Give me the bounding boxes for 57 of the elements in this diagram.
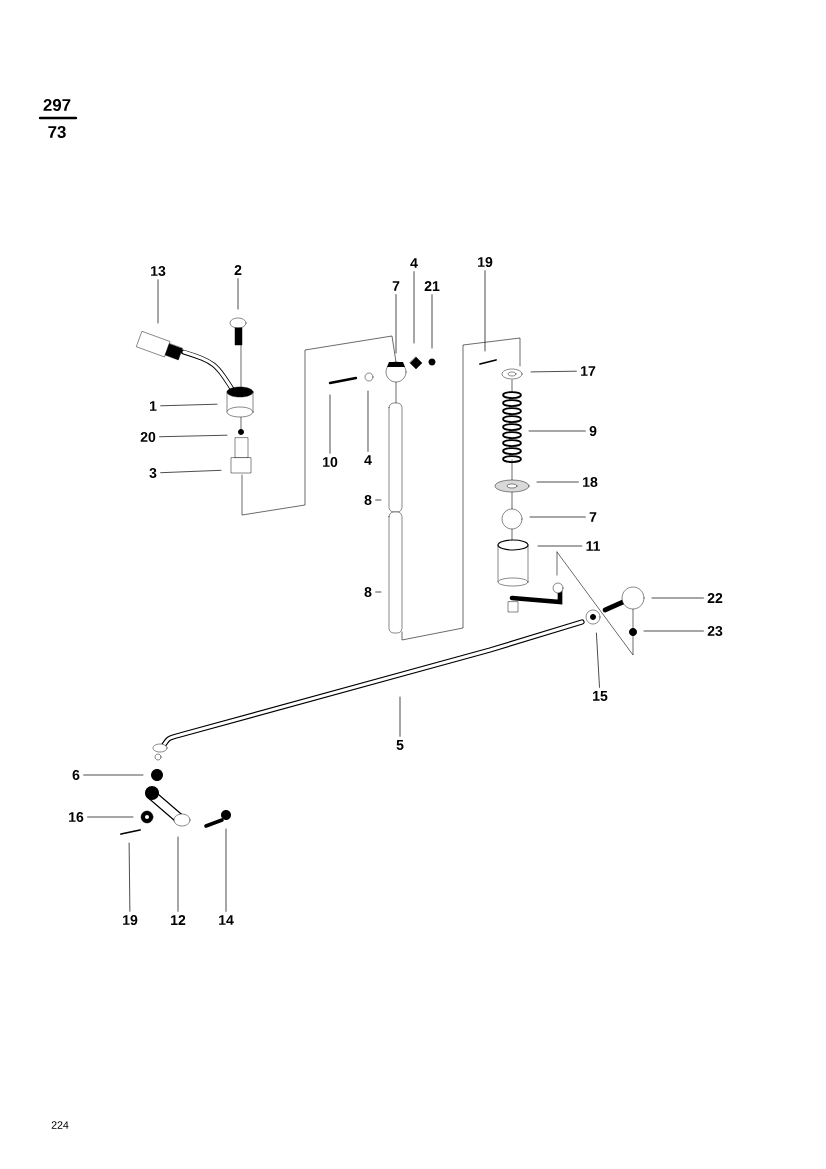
callout-number: 2 [234,265,242,275]
page-number: 224 [51,1121,69,1129]
callout-number: 8 [364,495,372,505]
leader-line [395,294,397,354]
callout-number: 4 [410,258,418,268]
callout-number: 11 [586,541,601,551]
leader-line [484,270,486,352]
fraction-number: 297 [43,99,71,111]
leader-line [413,271,415,344]
callout-number: 3 [149,468,157,478]
callout-number: 1 [149,401,157,411]
callout-number: 13 [151,266,166,276]
leader-line [367,390,369,452]
leader-line [536,481,579,483]
callout-number: 15 [593,691,608,701]
leader-line [159,434,228,438]
callout-number: 7 [589,512,597,522]
leader-line [160,469,222,474]
leader-line [651,597,704,599]
leader-line [225,828,227,912]
leader-line [431,294,433,349]
callout-number: 20 [140,432,156,442]
leader-line [375,499,382,501]
callout-number: 21 [424,281,440,291]
leader-line [177,836,179,912]
callout-number: 18 [583,477,598,487]
leader-line [157,279,159,324]
callout-number: 12 [171,915,186,925]
leader-line [128,842,131,912]
leader-line [237,278,239,310]
leader-line [596,632,600,688]
leader-line [375,591,382,593]
leader-line [643,630,704,632]
callout-number: 7 [392,281,400,291]
leader-line [399,696,401,737]
callout-number: 9 [589,426,597,436]
callout-number: 19 [123,915,138,925]
callout-number: 14 [219,915,234,925]
callout-number: 16 [69,812,84,822]
fraction-number: 73 [48,126,66,138]
leader-line [160,403,218,407]
callout-number: 4 [364,455,372,465]
callout-number: 8 [364,587,372,597]
callout-number: 19 [478,257,493,267]
callout-number: 5 [396,740,404,750]
callout-number: 17 [581,366,596,376]
callout-number: 22 [707,593,723,603]
leader-line [83,774,144,776]
leader-line [537,545,583,547]
leader-line [528,430,586,432]
callout-number: 23 [707,626,723,636]
leader-line [529,516,586,518]
callout-number: 6 [72,770,80,780]
leader-line [87,816,134,818]
leader-line [329,394,331,454]
leader-line [530,370,577,373]
callout-number: 10 [323,457,338,467]
